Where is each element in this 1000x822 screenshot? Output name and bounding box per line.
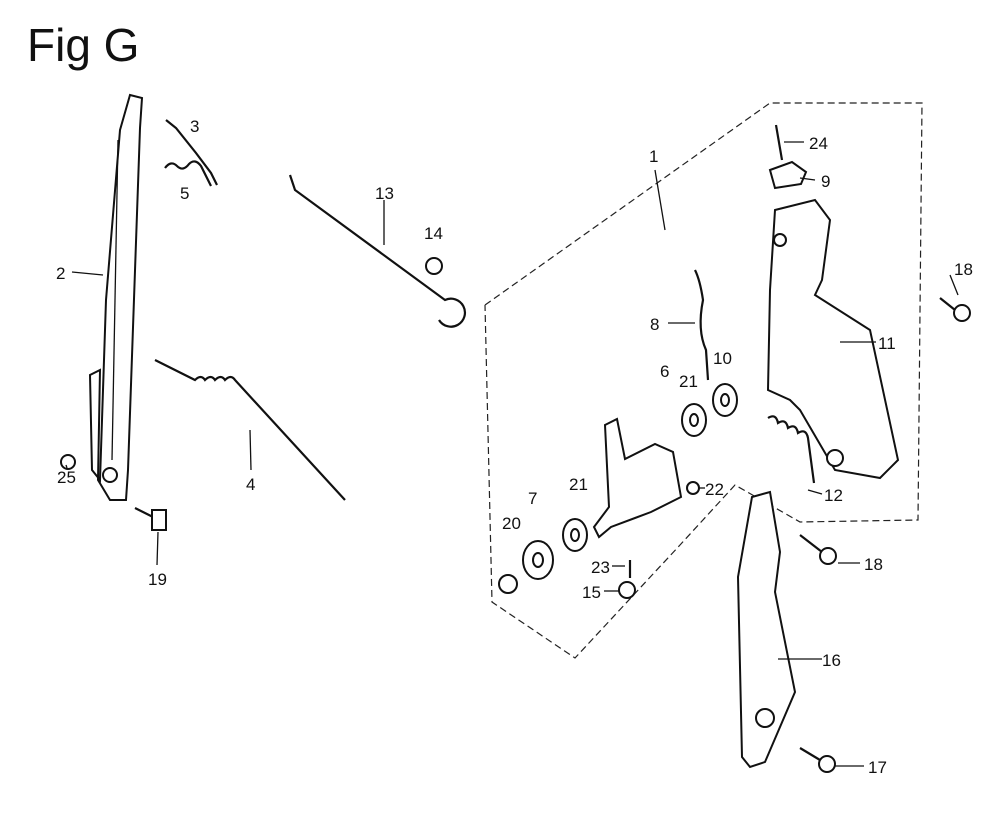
part-14-nut	[425, 257, 443, 275]
callout-20: 20	[502, 514, 521, 533]
part-5-spring	[164, 160, 212, 187]
part-21-washer	[681, 403, 707, 437]
callout-21-b: 21	[679, 372, 698, 391]
callout-25: 25	[57, 468, 76, 487]
callout-18-b: 18	[864, 555, 883, 574]
part-2-lever	[88, 93, 144, 501]
callout-22: 22	[705, 480, 724, 499]
callout-21: 21	[569, 475, 588, 494]
part-13-rod	[288, 174, 467, 328]
callout-19: 19	[148, 570, 167, 589]
part-9-clamp	[768, 160, 808, 190]
figure-title: Fig G	[27, 19, 140, 71]
callout-1: 1	[649, 147, 658, 166]
callout-3: 3	[190, 117, 199, 136]
part-10-washer	[712, 383, 738, 417]
callout-8: 8	[650, 315, 659, 334]
part-17-bolt	[799, 747, 836, 773]
callout-24: 24	[809, 134, 828, 153]
part-15-nut	[618, 581, 636, 599]
part-7-washer	[522, 540, 554, 580]
part-19-bolt	[134, 507, 167, 531]
part-12-spring	[767, 415, 816, 484]
callout-2: 2	[56, 264, 65, 283]
callout-11: 11	[878, 334, 896, 353]
callout-4: 4	[246, 475, 255, 494]
callout-6: 6	[660, 362, 669, 381]
part-24-screw	[774, 124, 784, 161]
callout-16: 16	[822, 651, 841, 670]
callout-17: 17	[868, 758, 887, 777]
callout-5: 5	[180, 184, 189, 203]
leader-lines	[65, 141, 959, 767]
callout-10: 10	[713, 349, 732, 368]
part-3-link	[165, 119, 218, 186]
part-21-washer-b	[562, 518, 588, 552]
part-20-nut	[498, 574, 518, 594]
part-16-lever	[736, 490, 797, 769]
callout-15: 15	[582, 583, 601, 602]
callout-7: 7	[528, 489, 537, 508]
part-8-wire	[694, 269, 710, 381]
callout-18: 18	[954, 260, 973, 279]
part-4-spring-rod	[154, 359, 346, 501]
part-25-nut	[60, 454, 76, 470]
part-11-bracket	[766, 198, 900, 480]
callout-23: 23	[591, 558, 610, 577]
callout-12: 12	[824, 486, 843, 505]
callout-9: 9	[821, 172, 830, 191]
callout-14: 14	[424, 224, 443, 243]
callout-13: 13	[375, 184, 394, 203]
part-22-nut	[686, 481, 700, 495]
part-6-lever	[592, 417, 683, 539]
part-18-bolt-b	[799, 534, 837, 565]
part-18-bolt	[939, 297, 971, 322]
